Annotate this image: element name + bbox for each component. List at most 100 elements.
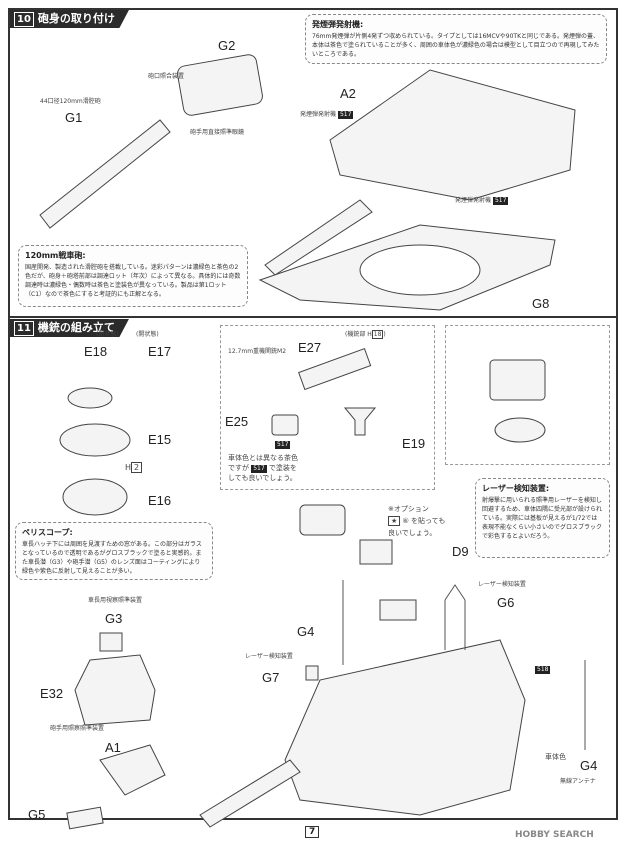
label-g4b: G4 xyxy=(580,758,598,773)
label-m2: 12.7mm重機関銃M2 xyxy=(228,348,287,355)
label-g4a: G4 xyxy=(297,624,315,639)
mg-right xyxy=(489,359,546,401)
page-number: 7 xyxy=(305,826,320,838)
sight-a1 xyxy=(99,744,166,796)
note-body: 76mm発煙弾が片側4発ずつ収められている。タイプとしては16MCVや90TKと… xyxy=(312,33,600,58)
paint-517-box: 517 xyxy=(275,440,291,449)
label-a1: A1 xyxy=(105,740,121,755)
paint-518-box: 518 xyxy=(535,665,551,674)
turret-ring-opening xyxy=(359,244,481,296)
watermark: HOBBY SEARCH xyxy=(515,830,594,840)
paint-517: 517 xyxy=(492,197,509,205)
smoke2-text: 発煙弾発射機 xyxy=(455,197,492,204)
hull xyxy=(284,639,526,816)
label-d9: D9 xyxy=(452,544,469,559)
brown-paint-note: 車体色とは異なる茶色ですが 517 で塗装をしても良いでしょう。 xyxy=(228,453,298,483)
gun-assembled xyxy=(264,199,373,276)
note-title: 発煙弾発射機: xyxy=(312,20,364,29)
label-laser2: レーザー検知装置 xyxy=(245,653,293,660)
note-smoke-launcher: 発煙弾発射機: 76mm発煙弾が片側4発ずつ収められている。タイプとしては16MC… xyxy=(305,14,607,64)
mg-part-text: (機銃部 xyxy=(345,331,366,338)
paint-517: 517 xyxy=(275,441,291,449)
label-sight: 砲手用直接照準眼鏡 xyxy=(190,129,245,136)
label-e27: E27 xyxy=(298,340,322,355)
smoke1-text: 発煙弾発射機 xyxy=(300,111,337,118)
ring-e15 xyxy=(59,423,131,457)
step10-number: 10 xyxy=(14,12,34,27)
option-text: ※オプション xyxy=(388,505,429,513)
note-title: ペリスコープ: xyxy=(22,528,73,537)
label-e17: E17 xyxy=(148,344,172,359)
section-divider xyxy=(8,316,618,318)
paint-518: 518 xyxy=(535,666,551,674)
laser-g7 xyxy=(305,665,319,681)
brown-a: 車体色とは異なる茶色 xyxy=(228,454,298,462)
label-g1: G1 xyxy=(65,110,83,125)
hatch-e18 xyxy=(67,387,113,409)
label-gun-sight: 砲手用照察照準装置 xyxy=(50,725,105,732)
label-g6: G6 xyxy=(497,595,515,610)
label-g7: G7 xyxy=(262,670,280,685)
label-g8: G8 xyxy=(532,296,550,311)
note-periscope: ペリスコープ: 車長ハッチ下には周囲を見渡すための窓がある。この部分はガラスとなっ… xyxy=(15,522,213,580)
ring-e16 xyxy=(62,478,128,516)
d9-leader xyxy=(444,584,466,650)
sight-box xyxy=(359,539,393,565)
sight-g3 xyxy=(99,632,123,652)
main-gun xyxy=(199,759,301,828)
brown-c: で塗装を xyxy=(268,464,297,472)
step11-number: 11 xyxy=(14,321,34,336)
mantlet-g2 xyxy=(177,54,263,116)
label-cmd-sight: 車長用視察照準装置 xyxy=(88,597,143,604)
h18-number: 18 xyxy=(371,330,384,339)
label-g3: G3 xyxy=(105,611,123,626)
brown-b: ですが xyxy=(228,464,249,472)
lens-g5 xyxy=(66,806,104,830)
decal-number: ⑥ xyxy=(402,517,409,525)
step11-title: 機銃の組み立て xyxy=(37,321,115,334)
label-laser1: レーザー検知装置 xyxy=(478,581,526,588)
h-letter: H xyxy=(125,463,132,472)
option-note: ※オプション★ ⑥ を貼っても良いでしょう。 xyxy=(388,503,445,539)
label-muzzle: 砲口照合装置 xyxy=(148,73,185,80)
frame-mg xyxy=(220,325,435,490)
label-e18: E18 xyxy=(84,344,108,359)
sight-e32 xyxy=(74,654,156,726)
label-g2: G2 xyxy=(218,38,236,53)
note-title: 120mm戦車砲: xyxy=(25,251,86,260)
label-smoke2: 発煙弾発射機 517 xyxy=(455,196,509,205)
label-body-color: 車体色 xyxy=(545,753,566,761)
box-e25 xyxy=(271,414,299,436)
label-e15: E15 xyxy=(148,432,172,447)
label-e19: E19 xyxy=(402,436,426,451)
label-smoke1: 発煙弾発射機 517 xyxy=(300,110,354,119)
turret-a2 xyxy=(329,69,576,201)
note-laser: レーザー検知装置:射爆撃に用いられる照準用レーザーを検知し回避するため、車体四隅… xyxy=(475,478,610,558)
h2-number: 2 xyxy=(131,462,143,473)
label-a2: A2 xyxy=(340,86,356,101)
laser-g6 xyxy=(379,599,417,621)
note-body: 車長ハッチ下には周囲を見渡すための窓がある。この部分はガラスとなっているので透明… xyxy=(22,541,202,575)
star-decal-icon: ★ xyxy=(388,516,401,526)
option-c: 良いでしょう。 xyxy=(388,529,437,537)
page-frame xyxy=(8,8,618,820)
ring-right xyxy=(494,417,546,443)
brown-d: しても良いでしょう。 xyxy=(228,474,297,482)
note-title: レーザー検知装置: xyxy=(482,484,550,493)
label-g5: G5 xyxy=(28,807,46,822)
mg-e27 xyxy=(298,347,372,391)
paint-517: 517 xyxy=(251,465,267,473)
label-e32: E32 xyxy=(40,686,64,701)
mount-e19 xyxy=(343,407,377,436)
label-e25: E25 xyxy=(225,414,249,429)
paint-517: 517 xyxy=(337,111,354,119)
label-e16: E16 xyxy=(148,493,172,508)
note-body: 国産開発、製造された滑腔砲を搭載している。迷彩パターンは濃緑色と茶色の2色だが、… xyxy=(25,264,241,298)
label-gun: 44口径120mm滑腔砲 xyxy=(40,98,101,105)
label-open: (開状態) xyxy=(136,331,159,338)
barrel-g1 xyxy=(39,119,171,229)
